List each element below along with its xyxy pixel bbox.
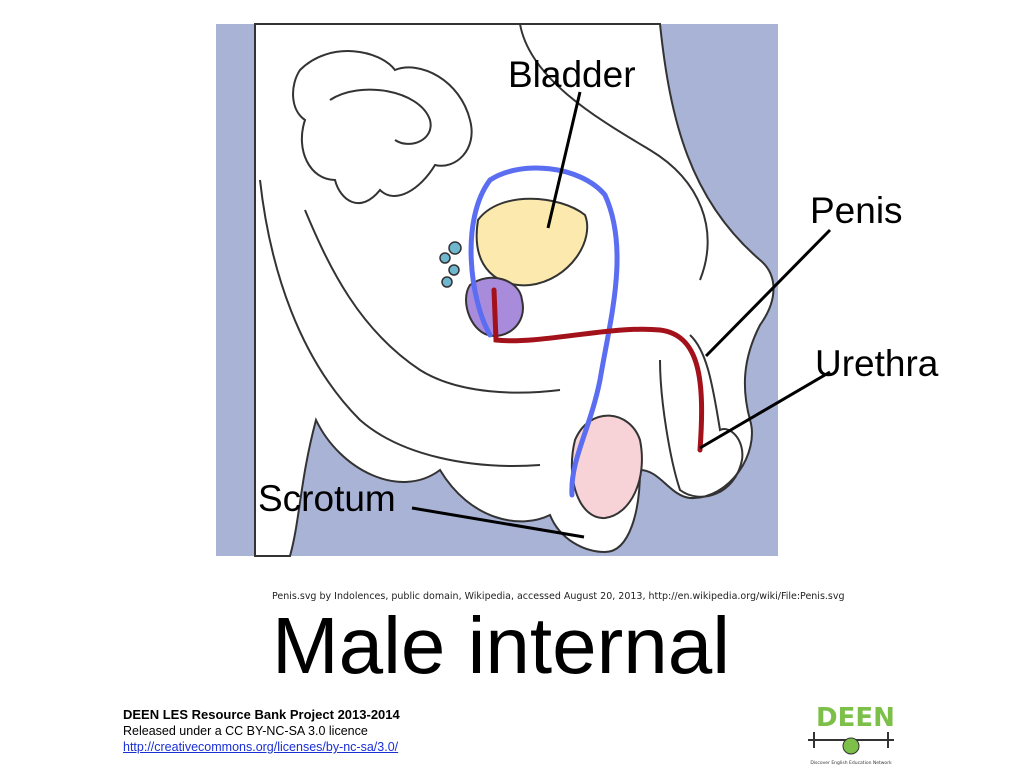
colon-outline [292,50,473,204]
logo-globe-icon [842,737,860,755]
seminal-vesicle [441,276,453,288]
spine-outline [259,179,541,467]
deen-logo: DEEN Discover English Education Network [808,703,895,766]
seminal-vesicle [448,264,460,276]
seminal-vesicle [439,252,451,264]
scrotum-label: Scrotum [258,478,396,519]
penis-label: Penis [810,190,903,231]
pelvis-curve [519,23,709,281]
bladder-label: Bladder [508,54,636,95]
seminal-vesicle [448,241,462,255]
urethra-leader-line [699,370,831,450]
logo-subtext: Discover English Education Network [810,760,892,766]
urethra-path [491,287,705,453]
bladder-leader-line [546,91,582,229]
page-title: Male internal [272,601,731,690]
vas-deferens [468,165,620,498]
footer-project: DEEN LES Resource Bank Project 2013-2014 [123,707,400,722]
rectum-outline [304,209,561,394]
bladder-shape [475,197,589,287]
image-credit: Penis.svg by Indolences, public domain, … [272,591,845,602]
logo-text: DEEN [816,703,895,733]
footer-licence-link[interactable]: http://creativecommons.org/licenses/by-n… [123,740,399,754]
testis-shape [570,414,643,520]
footer-licence: Released under a CC BY-NC-SA 3.0 licence [123,724,368,738]
penis-outline [659,334,744,498]
scrotum-leader-line [411,506,585,539]
colon-inner [329,88,432,145]
penis-leader-line [704,228,832,358]
footer: DEEN LES Resource Bank Project 2013-2014… [123,707,400,755]
urethra-label: Urethra [815,343,939,384]
